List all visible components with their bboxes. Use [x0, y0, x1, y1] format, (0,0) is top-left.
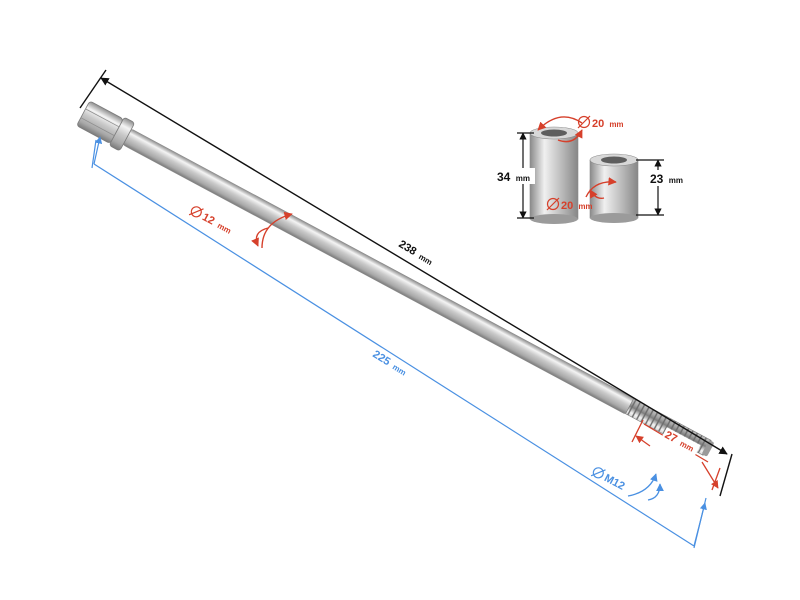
- svg-text:20 mm: 20 mm: [561, 200, 593, 212]
- overall-length-end-tick: [719, 453, 733, 497]
- spacer-large-diameter-value: 20: [592, 118, 604, 130]
- spacer-small-diameter-unit: mm: [578, 202, 592, 211]
- spacer-large-diameter-unit: mm: [609, 120, 623, 129]
- diameter-icon: [188, 206, 204, 218]
- overall-length-start-tick: [79, 69, 107, 109]
- shaft-length-start-tick: [91, 139, 97, 169]
- shaft-length-dimension: 225 mm: [91, 136, 707, 549]
- spacer-small-diameter-dimension: 20 mm: [546, 177, 617, 212]
- diameter-icon: [546, 197, 560, 211]
- thread-length-start-tick: [631, 419, 644, 443]
- spacer-small-height-dimension: 23 mm: [636, 159, 687, 216]
- svg-text:23 mm: 23 mm: [650, 172, 683, 186]
- shaft-length-line: [93, 163, 695, 547]
- spacer-small-body: [589, 159, 639, 219]
- diameter-icon: [577, 115, 591, 129]
- diameter-icon: [590, 467, 606, 479]
- spacer-small-diameter-arc: [585, 177, 617, 198]
- shaft-diameter-value: 12: [200, 211, 216, 227]
- thread-size-arc: [627, 473, 658, 497]
- spacer-large-diameter-dimension: 20 mm: [537, 115, 624, 143]
- overall-length-line: [100, 77, 728, 455]
- thread-length-dimension: 27 mm: [631, 419, 721, 491]
- thread-size-dimension: M12: [590, 467, 664, 501]
- svg-text:20 mm: 20 mm: [592, 118, 624, 130]
- spacer-small-height-value: 23: [650, 172, 664, 186]
- shaft-diameter-unit: mm: [216, 221, 233, 236]
- spacer-small-height-unit: mm: [669, 176, 683, 185]
- spacer-large: [529, 126, 579, 224]
- overall-length-value: 238: [396, 238, 418, 258]
- shaft-diameter-dimension: 12 mm: [188, 206, 293, 249]
- spacer-large-height-unit: mm: [516, 174, 530, 183]
- svg-text:225 mm: 225 mm: [370, 348, 408, 378]
- spacer-small: [589, 153, 639, 223]
- axle: [77, 101, 714, 457]
- svg-text:12 mm: 12 mm: [200, 211, 233, 236]
- spacer-large-height-value: 34: [497, 170, 511, 184]
- spacer-small-diameter-value: 20: [561, 200, 573, 212]
- svg-text:34 mm: 34 mm: [497, 170, 530, 184]
- spacer-large-body: [529, 132, 579, 220]
- spacer-large-height-dimension: 34 mm: [495, 132, 535, 219]
- shaft-diameter-arc: [261, 211, 293, 249]
